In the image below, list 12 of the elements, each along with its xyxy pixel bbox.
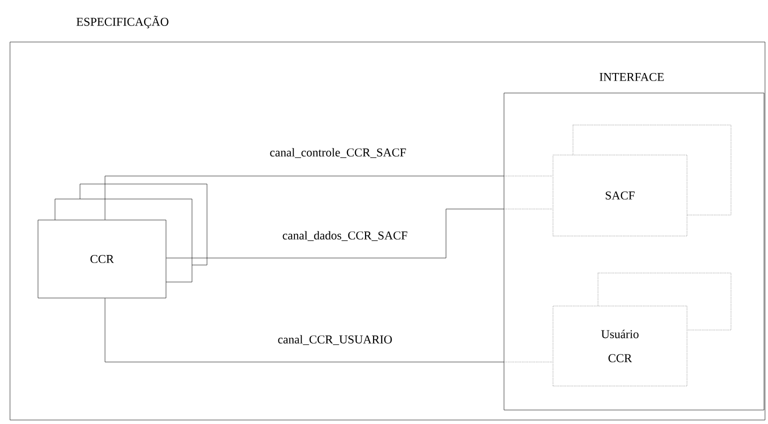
edge-label: canal_controle_CCR_SACF [270, 148, 406, 158]
connector-line [104, 176, 504, 220]
edge-label: canal_CCR_USUARIO [278, 335, 392, 345]
connector-line [166, 208, 504, 258]
stacked-box: Usuário CCR [552, 272, 732, 386]
dotted-connector [504, 208, 553, 210]
node-label: INTERFACE [600, 72, 664, 82]
stacked-box: CCR [38, 184, 208, 298]
stacked-box: SACF [552, 124, 732, 236]
connector-line [104, 298, 504, 362]
edge-label: canal_dados_CCR_SACF [282, 231, 408, 241]
node-label: ESPECIFICAÇÃO [76, 16, 168, 28]
